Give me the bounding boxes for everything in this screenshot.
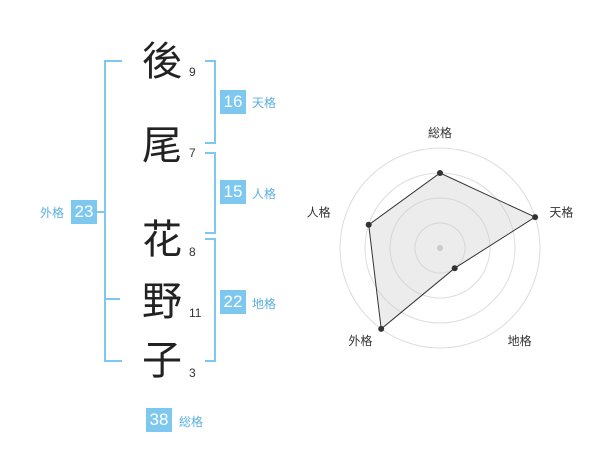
name-char-5: 子 xyxy=(142,338,182,384)
gaikaku-value: 23 xyxy=(71,200,97,224)
name-char-3: 花 xyxy=(142,217,182,263)
tenkaku-value: 16 xyxy=(220,90,246,114)
name-char-4: 野 xyxy=(142,279,182,325)
radar-point-3 xyxy=(451,265,458,272)
stroke-count-2: 7 xyxy=(189,146,196,160)
gaikaku-bracket-connector xyxy=(94,211,106,213)
radar-center-dot xyxy=(437,245,443,251)
jinkaku-label: 人格 xyxy=(252,187,277,201)
gaikaku-bracket xyxy=(104,60,122,362)
name-char-1: 後 xyxy=(142,39,182,85)
tenkaku-bracket xyxy=(205,60,216,144)
chikaku-label: 地格 xyxy=(252,297,277,311)
radar-axis-label-4: 外格 xyxy=(348,333,372,348)
radar-point-4 xyxy=(378,325,385,332)
radar-ring-4 xyxy=(339,147,541,349)
name-char-2: 尾 xyxy=(142,123,182,169)
gaikaku-bracket-split xyxy=(104,298,120,300)
radar-axis-label-2: 天格 xyxy=(549,205,573,220)
jinkaku-value: 15 xyxy=(220,180,246,204)
stroke-count-1: 9 xyxy=(189,65,196,79)
radar-ring-1 xyxy=(414,222,466,274)
chikaku-value: 22 xyxy=(220,290,246,314)
stroke-count-4: 11 xyxy=(189,306,202,320)
tenkaku-label: 天格 xyxy=(252,96,277,110)
gaikaku-label: 外格 xyxy=(40,206,65,220)
radar-axis-label-1: 総格 xyxy=(428,125,452,140)
radar-axis-label-5: 人格 xyxy=(307,205,331,220)
soukaku-value: 38 xyxy=(146,408,172,432)
radar-axis-label-3: 地格 xyxy=(508,333,532,348)
radar-point-2 xyxy=(532,214,539,221)
chikaku-bracket xyxy=(205,238,216,362)
jinkaku-bracket xyxy=(205,152,216,234)
stroke-count-3: 8 xyxy=(189,245,196,259)
stroke-count-5: 3 xyxy=(189,366,196,380)
radar-point-5 xyxy=(365,221,372,228)
radar-series-polygon xyxy=(368,172,537,330)
radar-point-1 xyxy=(437,170,443,176)
radar-ring-2 xyxy=(389,197,491,299)
soukaku-label: 総格 xyxy=(179,415,204,429)
